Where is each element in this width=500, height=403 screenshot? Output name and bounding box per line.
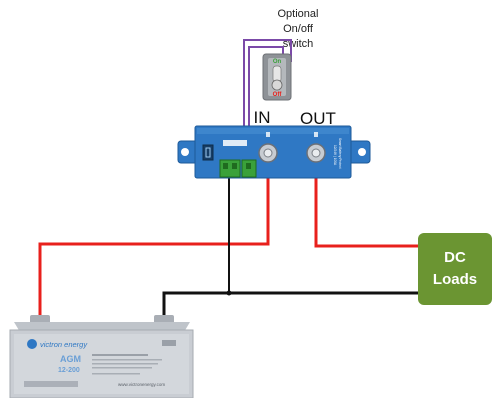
out-label: OUT [300,109,336,128]
unit-highlight [197,128,349,134]
battery-spec-line-4 [92,367,152,369]
battery-model-line1: AGM [60,354,81,364]
switch-caption-line2: On/off [283,23,314,35]
switch-lever [272,65,282,83]
battery-spec-line-5 [92,373,140,375]
battery-brand-logo [27,339,37,349]
switch-off-label: Off [273,92,283,98]
battery-website: www.victronenergy.com [118,382,165,387]
battery-cert-mark [162,340,176,346]
in-label: IN [254,108,271,127]
battery-brand: victron energy [40,340,88,349]
battery-spec-line-3 [92,363,158,365]
terminal-screw-3 [246,163,251,169]
battery-negative-post [154,315,174,324]
battery-positive-post [30,315,50,324]
left-mounting-hole [181,148,189,156]
dc-loads-box: DC Loads [418,233,492,305]
switch-wire-a [243,39,292,143]
battery-spec-line-2 [92,359,162,361]
battery-protect-unit: Smart Battery Protect 12/24V | 100A [177,125,371,179]
switch-caption-line1: Optional [278,8,319,20]
out-stud-nut [311,148,321,158]
negative-wire-loads [162,291,418,320]
terminal-screw-2 [232,163,237,169]
negative-junction [226,290,232,296]
battery: victron energy AGM 12-200 www.victronene… [9,315,194,399]
dc-loads-rect [418,233,492,305]
in-polarity-mark [266,132,270,137]
positive-wire-loads [314,154,418,248]
unit-side-text-1: Smart Battery Protect [338,138,342,169]
right-mounting-hole [358,148,366,156]
positive-wire-battery [38,154,270,323]
toggle-switch[interactable]: On Off [262,53,292,101]
status-display [202,144,214,161]
out-polarity-mark [314,132,318,137]
battery-spec-line-1 [92,354,148,356]
status-digit [205,147,211,158]
battery-warning-icons [24,381,78,387]
in-stud-nut [263,148,273,158]
switch-on-label: On [273,59,282,65]
switch-nut [271,79,283,91]
dc-loads-line1: DC [444,249,466,266]
battery-model-line2: 12-200 [58,367,80,374]
terminal-screw-1 [223,163,228,169]
dc-loads-line2: Loads [433,271,477,288]
pin-labels [223,140,247,146]
unit-side-text-2: 12/24V | 100A [333,145,337,166]
